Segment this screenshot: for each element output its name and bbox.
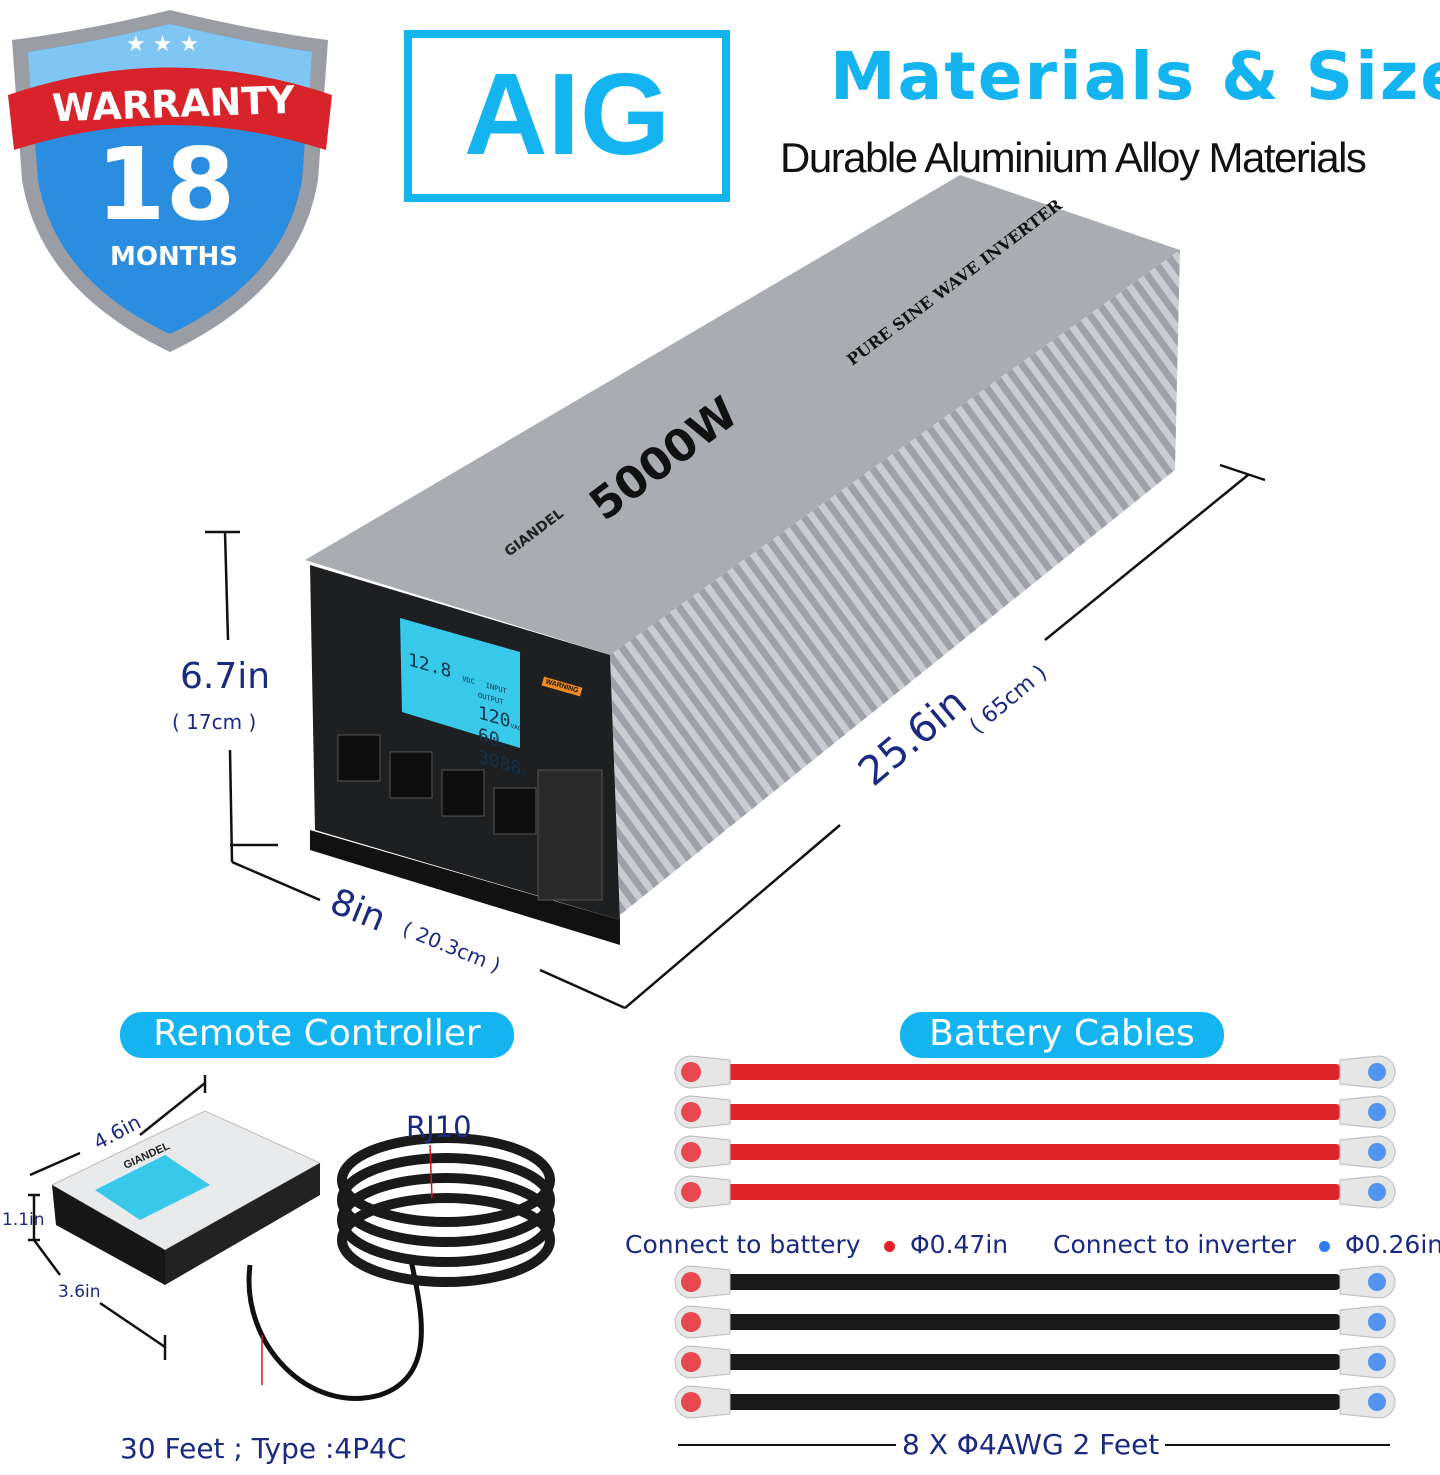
- lcd-voltage-unit: VAC: [510, 722, 522, 733]
- page-title: Materials & Size: [830, 38, 1440, 115]
- battery-connect-label: Connect to battery: [625, 1230, 861, 1259]
- lcd-screen: [400, 618, 520, 748]
- brand-logo: AIG: [404, 30, 730, 202]
- terminal-block: [537, 769, 603, 901]
- battery-dot-icon: [884, 1241, 895, 1252]
- lcd-input-unit: VDC: [462, 674, 475, 687]
- cable-coil: [337, 1133, 555, 1227]
- height-dimension-cm: ( 17cm ): [172, 710, 257, 734]
- black-cable: [674, 1305, 1396, 1339]
- inverter-side-fins: [610, 250, 1180, 915]
- badge-stars: ★ ★ ★: [126, 32, 200, 57]
- remote-controller-heading: Remote Controller: [120, 1012, 514, 1058]
- red-cable: [674, 1095, 1396, 1129]
- remote-illustration: [28, 1075, 555, 1401]
- dimension-lines: [205, 463, 1266, 1010]
- battery-ring-size: Φ0.47in: [910, 1230, 1009, 1259]
- red-cable: [674, 1135, 1396, 1169]
- inverter-illustration: 5000W PURE SINE WAVE INVERTER GIANDEL: [205, 175, 1266, 1010]
- remote-lcd: [95, 1155, 210, 1220]
- badge-unit: MONTHS: [110, 242, 238, 272]
- ac-outlet: [389, 751, 433, 799]
- red-cable: [674, 1055, 1396, 1089]
- battery-cables-heading: Battery Cables: [900, 1012, 1224, 1058]
- shield-icon: [8, 10, 332, 352]
- ac-outlet: [493, 787, 537, 835]
- page-subtitle: Durable Aluminium Alloy Materials: [780, 134, 1367, 181]
- lcd-watts-unit: W: [521, 769, 525, 778]
- black-cable: [674, 1265, 1396, 1299]
- inverter-connect-label: Connect to inverter: [1053, 1230, 1297, 1259]
- ac-outlet: [441, 769, 485, 817]
- connector-label: RJ10: [406, 1110, 472, 1144]
- battery-cables-illustration: [674, 1055, 1396, 1419]
- lcd-frequency-unit: Hz: [499, 741, 507, 751]
- cable-spec: 30 Feet ; Type :4P4C: [120, 1432, 407, 1465]
- remote-depth: 3.6in: [58, 1282, 101, 1302]
- inverter-dot-icon: [1319, 1241, 1330, 1252]
- warranty-badge: ★ ★ ★ WARRANTY 18 MONTHS: [0, 0, 340, 360]
- inverter-top-face: [305, 175, 1180, 655]
- remote-height: 1.1in: [2, 1210, 45, 1230]
- red-cable: [674, 1175, 1396, 1209]
- black-cable: [674, 1345, 1396, 1379]
- badge-number: 18: [96, 126, 236, 243]
- height-dimension: 6.7in: [180, 656, 271, 697]
- black-cable: [674, 1385, 1396, 1419]
- ac-outlet: [337, 734, 381, 782]
- cable-length-spec: 8 X Φ4AWG 2 Feet: [896, 1428, 1166, 1461]
- inverter-ring-size: Φ0.26in: [1345, 1230, 1440, 1259]
